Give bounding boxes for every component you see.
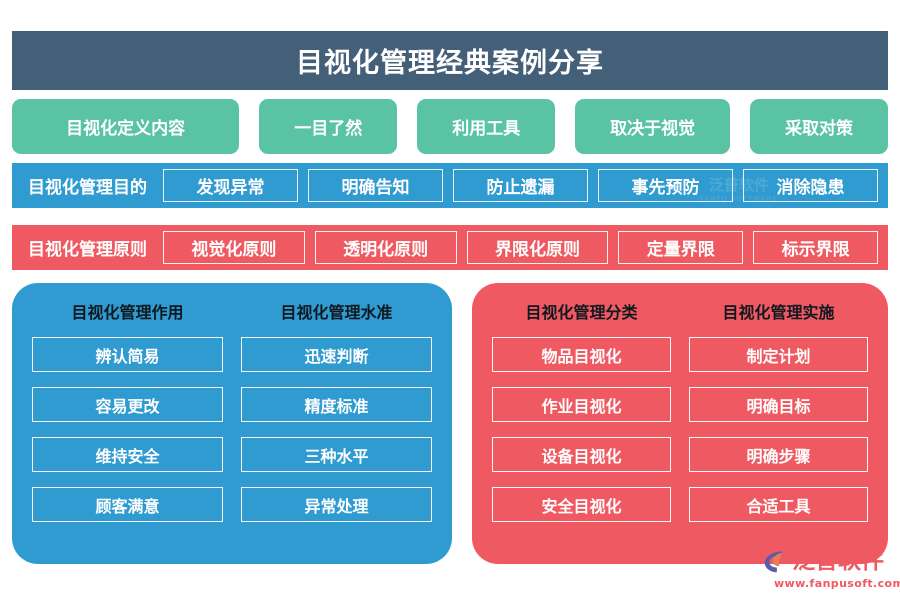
panel-column-classification: 目视化管理分类 物品目视化 作业目视化 设备目视化 安全目视化	[492, 299, 671, 550]
principle-item-label: 标示界限	[781, 240, 850, 260]
effect-item-0[interactable]: 辨认简易	[32, 337, 223, 372]
classification-item-3[interactable]: 安全目视化	[492, 487, 671, 522]
purpose-item-label: 事先预防	[631, 178, 700, 198]
effect-item-1[interactable]: 容易更改	[32, 387, 223, 422]
panel-effect-and-level: 目视化管理作用 辨认简易 容易更改 维持安全 顾客满意	[12, 283, 452, 564]
panel-column-effect: 目视化管理作用 辨认简易 容易更改 维持安全 顾客满意	[32, 299, 223, 550]
purpose-item-label: 发现异常	[196, 178, 265, 198]
watermark-logo: 泛普软件 www.fanpusoft.com	[762, 548, 900, 590]
definition-pill-3[interactable]: 取决于视觉	[575, 99, 731, 154]
level-item-2[interactable]: 三种水平	[241, 437, 432, 472]
effect-item-label: 维持安全	[95, 446, 160, 466]
watermark-url: www.fanpusoft.com	[774, 577, 900, 590]
page-title: 目视化管理经典案例分享	[296, 48, 604, 79]
purpose-item-3[interactable]: 事先预防	[598, 169, 733, 202]
classification-item-label: 设备目视化	[541, 446, 622, 466]
principle-row: 目视化管理原则 视觉化原则 透明化原则 界限化原则 定量界限 标示界限	[12, 225, 888, 270]
column-heading: 目视化管理作用	[71, 303, 184, 322]
level-item-label: 异常处理	[304, 496, 369, 516]
classification-item-label: 物品目视化	[541, 346, 622, 366]
purpose-item-2[interactable]: 防止遗漏	[453, 169, 588, 202]
classification-item-1[interactable]: 作业目视化	[492, 387, 671, 422]
effect-item-label: 顾客满意	[95, 496, 160, 516]
level-item-label: 迅速判断	[304, 346, 369, 366]
definition-pill-label: 采取对策	[785, 119, 854, 139]
implementation-item-0[interactable]: 制定计划	[689, 337, 868, 372]
principle-item-label: 界限化原则	[494, 240, 580, 260]
column-heading: 目视化管理分类	[525, 303, 638, 322]
classification-item-0[interactable]: 物品目视化	[492, 337, 671, 372]
level-item-label: 三种水平	[304, 446, 369, 466]
definition-pill-label: 一目了然	[294, 119, 363, 139]
principle-item-1[interactable]: 透明化原则	[314, 231, 457, 264]
column-heading: 目视化管理实施	[722, 303, 835, 322]
panel-column-implementation: 目视化管理实施 制定计划 明确目标 明确步骤 合适工具	[689, 299, 868, 550]
classification-item-label: 安全目视化	[541, 496, 622, 516]
definition-pill-4[interactable]: 采取对策	[750, 99, 888, 154]
panel-classification-and-implementation: 目视化管理分类 物品目视化 作业目视化 设备目视化 安全目视化	[472, 283, 888, 564]
effect-item-label: 容易更改	[95, 396, 160, 416]
implementation-item-2[interactable]: 明确步骤	[689, 437, 868, 472]
implementation-item-1[interactable]: 明确目标	[689, 387, 868, 422]
purpose-item-1[interactable]: 明确告知	[308, 169, 443, 202]
title-bar: 目视化管理经典案例分享	[12, 31, 888, 90]
level-item-1[interactable]: 精度标准	[241, 387, 432, 422]
principle-item-label: 透明化原则	[343, 240, 429, 260]
definition-row: 目视化定义内容 一目了然 利用工具 取决于视觉 采取对策	[12, 99, 888, 154]
implementation-item-label: 合适工具	[746, 496, 811, 516]
effect-item-2[interactable]: 维持安全	[32, 437, 223, 472]
principle-row-label: 目视化管理原则	[28, 240, 147, 260]
definition-pill-0[interactable]: 目视化定义内容	[12, 99, 240, 154]
column-heading: 目视化管理水准	[280, 303, 393, 322]
principle-item-label: 定量界限	[646, 240, 715, 260]
classification-item-2[interactable]: 设备目视化	[492, 437, 671, 472]
purpose-item-label: 消除隐患	[776, 178, 845, 198]
panel-column-level: 目视化管理水准 迅速判断 精度标准 三种水平 异常处理	[241, 299, 432, 550]
definition-pill-label: 目视化定义内容	[66, 119, 186, 139]
purpose-item-label: 防止遗漏	[486, 178, 555, 198]
principle-item-0[interactable]: 视觉化原则	[163, 231, 305, 264]
implementation-item-label: 明确步骤	[746, 446, 811, 466]
principle-item-label: 视觉化原则	[191, 240, 277, 260]
purpose-item-0[interactable]: 发现异常	[163, 169, 298, 202]
implementation-item-3[interactable]: 合适工具	[689, 487, 868, 522]
effect-item-label: 辨认简易	[95, 346, 160, 366]
principle-item-4[interactable]: 标示界限	[753, 231, 878, 264]
purpose-item-4[interactable]: 消除隐患	[743, 169, 878, 202]
level-item-3[interactable]: 异常处理	[241, 487, 432, 522]
implementation-item-label: 制定计划	[746, 346, 811, 366]
definition-pill-label: 取决于视觉	[610, 119, 696, 139]
effect-item-3[interactable]: 顾客满意	[32, 487, 223, 522]
principle-item-2[interactable]: 界限化原则	[466, 231, 609, 264]
purpose-row-label: 目视化管理目的	[28, 178, 147, 198]
watermark-brand-name: 泛普软件	[792, 548, 884, 574]
level-item-label: 精度标准	[304, 396, 369, 416]
purpose-row: 目视化管理目的 发现异常 明确告知 防止遗漏 事先预防 消除隐患	[12, 163, 888, 208]
implementation-item-label: 明确目标	[746, 396, 811, 416]
principle-item-3[interactable]: 定量界限	[618, 231, 744, 264]
definition-pill-label: 利用工具	[452, 119, 521, 139]
fanpu-logo-icon	[762, 548, 789, 575]
definition-pill-2[interactable]: 利用工具	[417, 99, 556, 154]
level-item-0[interactable]: 迅速判断	[241, 337, 432, 372]
purpose-item-label: 明确告知	[341, 178, 410, 198]
definition-pill-1[interactable]: 一目了然	[259, 99, 398, 154]
classification-item-label: 作业目视化	[541, 396, 622, 416]
